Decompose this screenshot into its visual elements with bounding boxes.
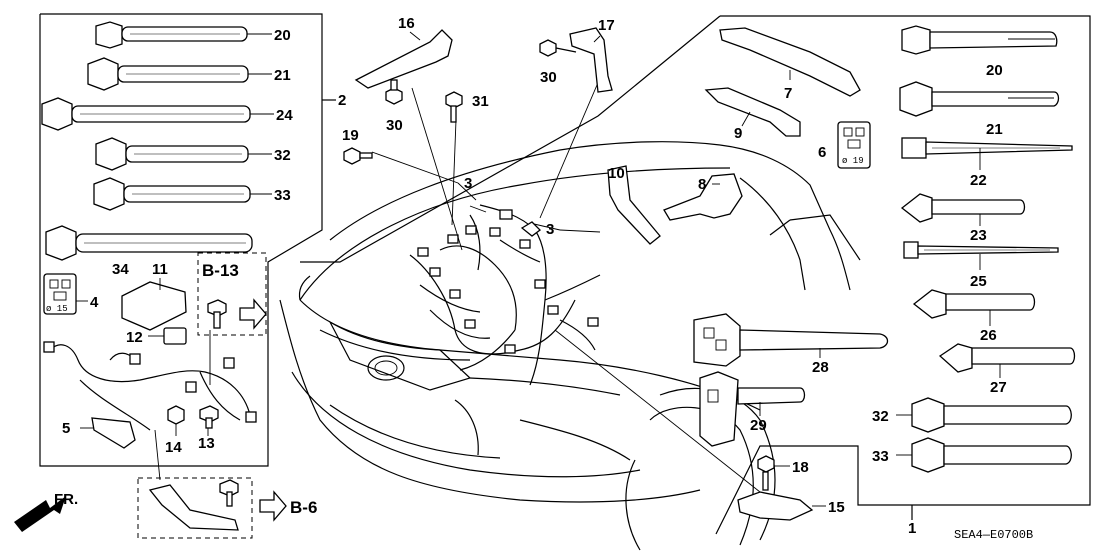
- callout-27: 27: [990, 379, 1007, 396]
- callout-20-right: 20: [986, 62, 1003, 79]
- clip-12: [163, 327, 187, 345]
- callout-21-left: 21: [274, 67, 291, 84]
- callout-12: 12: [126, 329, 143, 346]
- bolt-b13: [207, 299, 227, 329]
- bolt-30-top: [539, 39, 577, 57]
- bracket-16: [354, 29, 453, 89]
- clip-29: [699, 371, 806, 447]
- bracket-b6: [148, 479, 239, 531]
- clip-20-left: [95, 21, 248, 49]
- callout-32-right: 32: [872, 408, 889, 425]
- holder-7: [719, 27, 861, 97]
- callout-22: 22: [970, 172, 987, 189]
- callout-3-b: 3: [546, 221, 554, 238]
- callout-26: 26: [980, 327, 997, 344]
- clip-32-right: [911, 397, 1072, 433]
- callout-labels: 1 2 3 3 4 5 6 7 8 9 10 11 12 13 14 15 16…: [62, 15, 1007, 537]
- callout-4: 4: [90, 294, 99, 311]
- clip-3: [520, 221, 541, 237]
- callout-24: 24: [276, 107, 293, 124]
- callout-17: 17: [598, 17, 615, 34]
- callout-34: 34: [112, 261, 129, 278]
- callout-32-left: 32: [274, 147, 291, 164]
- leader-lines: [154, 77, 761, 493]
- clip-21-right: [899, 81, 1060, 117]
- callout-8: 8: [698, 176, 706, 193]
- b13-arrow-icon: [239, 298, 267, 330]
- b6-arrow-icon: [259, 490, 287, 522]
- strap-25: [903, 241, 1059, 259]
- clip-20-right: [901, 25, 1058, 55]
- callout-31: 31: [472, 93, 489, 110]
- callout-25: 25: [970, 273, 987, 290]
- callout-leaders: [76, 31, 1055, 507]
- hole-size-label-19: ø 19: [842, 156, 864, 166]
- clip-33-right: [911, 437, 1072, 473]
- callout-2: 2: [338, 92, 346, 109]
- clip-23: [900, 193, 1026, 223]
- bolt-30-mid: [385, 79, 403, 105]
- bolt-18: [757, 455, 775, 491]
- clip-27: [938, 343, 1076, 373]
- callout-7: 7: [784, 85, 792, 102]
- group-1-box: [300, 15, 1091, 535]
- cover-11: [121, 281, 187, 331]
- nut-14: [167, 405, 185, 425]
- callout-11: 11: [152, 261, 168, 278]
- b13-ref-label: B-13: [202, 261, 239, 280]
- front-arrow-icon: [14, 496, 66, 532]
- callout-16: 16: [398, 15, 415, 32]
- callout-18: 18: [792, 459, 809, 476]
- callout-5: 5: [62, 420, 70, 437]
- callout-20-left: 20: [274, 27, 291, 44]
- callout-10: 10: [608, 165, 625, 182]
- holder-9: [704, 87, 801, 137]
- bracket-5: [91, 417, 136, 449]
- grommet-4: [43, 273, 77, 315]
- strap-22: [901, 137, 1073, 159]
- bracket-15: [737, 491, 814, 521]
- bolt-19: [343, 147, 373, 165]
- callout-15: 15: [828, 499, 845, 516]
- bolt-31: [445, 91, 463, 123]
- callout-3-a: 3: [464, 175, 472, 192]
- callout-1: 1: [908, 520, 916, 537]
- bracket-17: [569, 27, 613, 93]
- clip-28: [693, 313, 889, 367]
- bracket-8: [663, 173, 743, 221]
- engine-wire-harness: [409, 204, 601, 386]
- callout-14: 14: [165, 439, 182, 456]
- callout-9: 9: [734, 125, 742, 142]
- b13-detail-box: [197, 252, 267, 336]
- b6-ref-label: B-6: [290, 498, 317, 517]
- callout-13: 13: [198, 435, 215, 452]
- hole-size-label-15: ø 15: [46, 304, 68, 314]
- callout-19: 19: [342, 127, 359, 144]
- sub-harness: [43, 341, 257, 431]
- clip-26: [912, 289, 1036, 319]
- clip-21-left: [87, 57, 249, 91]
- grommet-6: [837, 121, 871, 169]
- bolt-13: [199, 405, 219, 429]
- clip-32-left: [95, 137, 249, 171]
- clip-24-left: [41, 97, 251, 131]
- callout-6: 6: [818, 144, 826, 161]
- callout-29: 29: [750, 417, 767, 434]
- callout-28: 28: [812, 359, 829, 376]
- front-label: FR.: [54, 491, 78, 508]
- callout-21-right: 21: [986, 121, 1003, 138]
- callout-33-left: 33: [274, 187, 291, 204]
- b6-detail-box: [137, 477, 253, 539]
- bracket-10: [607, 165, 661, 245]
- callout-33-right: 33: [872, 448, 889, 465]
- callout-30-top: 30: [540, 69, 557, 86]
- reference-code: SEA4—E0700B: [954, 528, 1033, 542]
- callout-30-mid: 30: [386, 117, 403, 134]
- group-2-box: [39, 13, 336, 467]
- clip-34-left: [45, 225, 253, 261]
- clip-33-left: [93, 177, 251, 211]
- callout-23: 23: [970, 227, 987, 244]
